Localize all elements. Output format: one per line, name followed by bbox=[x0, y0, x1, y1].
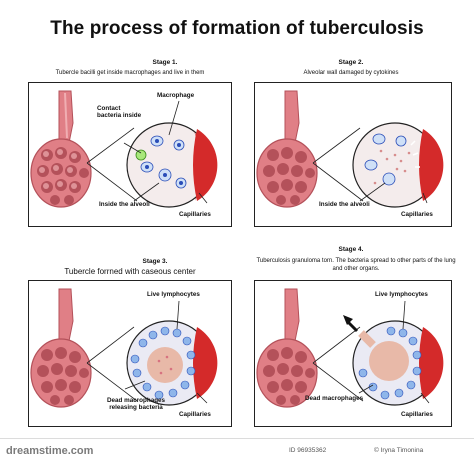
label-inside-alveoli: Inside the alveoli bbox=[319, 201, 370, 208]
lung-alveoli-cluster bbox=[30, 288, 92, 408]
label-live-lymphocytes: Live lymphocytes bbox=[375, 291, 428, 298]
stage-4-label: Stage 4. bbox=[338, 246, 364, 253]
watermark-logo: dreamstime.com bbox=[6, 445, 94, 457]
footer-divider bbox=[0, 438, 474, 439]
watermark-footer bbox=[0, 436, 474, 464]
label-dead-macrophages: Dead macrophages releasing bacteria bbox=[106, 397, 166, 411]
stage-3-illustration bbox=[30, 288, 218, 408]
label-inside-alveoli: Inside the alveoli bbox=[99, 201, 150, 208]
pointer-lines bbox=[124, 300, 208, 404]
zoom-circle bbox=[126, 320, 218, 406]
label-contact-bacteria: Contact bacteria inside bbox=[97, 105, 142, 119]
label-capillaries: Capillaries bbox=[179, 411, 211, 418]
stage-4-caption: Tuberculosis granuloma torn. The bacteri… bbox=[256, 258, 456, 272]
pointer-lines bbox=[358, 300, 430, 404]
zoom-circle bbox=[126, 122, 218, 208]
watermark-author: © Iryna Timonina bbox=[374, 447, 424, 454]
zoom-circle bbox=[352, 122, 444, 208]
label-capillaries: Capillaries bbox=[401, 411, 433, 418]
stage-3-label: Stage 3. bbox=[142, 258, 168, 265]
label-capillaries: Capillaries bbox=[401, 211, 433, 218]
zoom-circle bbox=[352, 320, 444, 406]
stage-3-caption: Tubercle forrned with caseous center bbox=[64, 267, 196, 276]
stage-1-panel: Contact bacteria inside Macrophage Insid… bbox=[28, 82, 232, 227]
zoom-lines bbox=[312, 127, 364, 202]
label-macrophage: Macrophage bbox=[157, 92, 195, 99]
page-title: The process of formation of tuberculosis bbox=[50, 18, 424, 39]
stage-1-illustration bbox=[30, 90, 218, 208]
stage-2-label: Stage 2. bbox=[338, 59, 364, 66]
lung-alveoli-cluster bbox=[256, 288, 318, 408]
watermark-id: ID 96935362 bbox=[289, 447, 327, 454]
pointer-lines bbox=[123, 100, 208, 204]
stage-2-illustration bbox=[256, 90, 444, 208]
stage-1-label: Stage 1. bbox=[152, 59, 178, 66]
pointer-lines bbox=[359, 182, 428, 204]
label-dead-macrophages: Dead macrophages bbox=[305, 395, 364, 402]
stage-2-panel: Inside the alveoli Capillaries bbox=[254, 82, 452, 227]
zoom-lines bbox=[86, 127, 138, 202]
stage-1-caption: Tubercle bacilli get inside macrophages … bbox=[55, 70, 205, 76]
lung-alveoli-cluster bbox=[30, 90, 92, 208]
stage-4-illustration bbox=[256, 288, 444, 408]
zoom-lines bbox=[312, 326, 364, 402]
stage-3-panel: Live lymphocytes Dead macrophages releas… bbox=[28, 280, 232, 427]
label-live-lymphocytes: Live lymphocytes bbox=[147, 291, 200, 298]
label-capillaries: Capillaries bbox=[179, 211, 211, 218]
zoom-lines bbox=[86, 326, 138, 402]
stage-4-panel: Live lymphocytes Dead macrophages Capill… bbox=[254, 280, 452, 427]
stage-2-caption: Alveolar wall damaged by cytokines bbox=[303, 70, 399, 76]
lung-alveoli-cluster bbox=[256, 90, 318, 208]
